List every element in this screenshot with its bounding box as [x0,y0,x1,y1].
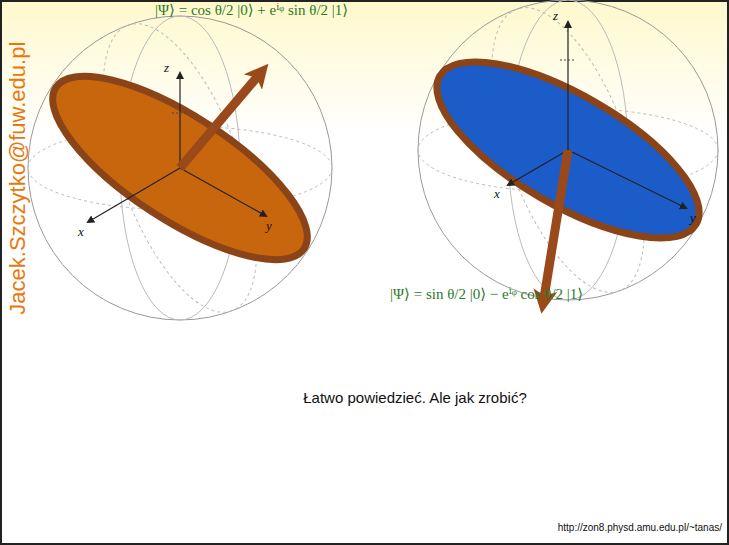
axis-label: z [164,60,169,76]
watermark: Jacek.Szczytko@fuw.edu.pl [5,41,31,314]
state-formula: |Ψ⟩ = sin θ/2 |0⟩ − eⁱᵠ cos θ/2 |1⟩ [390,285,583,303]
source-url: http://zon8.physd.amu.edu.pl/~tanas/ [558,522,722,534]
axis-label: x [494,186,500,202]
axis-label: x [78,224,84,240]
bloch-sphere-left [28,5,333,332]
axis-label: z [553,8,558,24]
state-formula: |Ψ⟩ = cos θ/2 |0⟩ + eⁱᵠ sin θ/2 |1⟩ [155,1,348,19]
axis-label: y [690,210,696,226]
bloch-sphere-right [412,0,723,311]
axis-label: y [266,218,272,234]
slide-text: Łatwo powiedzieć. Ale jak zrobić? [303,389,526,407]
